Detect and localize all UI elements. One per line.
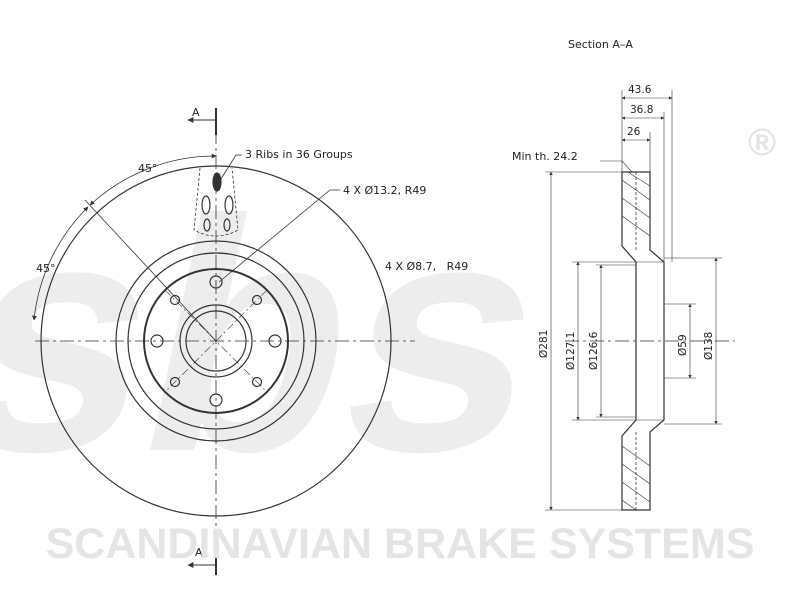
small-hole-lower-left [169,376,181,388]
rib-hatch-lower [621,445,651,511]
registered-mark: ® [748,122,776,164]
dim-138-label: Ø138 [703,332,715,360]
hat-face [143,268,289,414]
small-holes-note: 4 X Ø8.7, R49 [385,260,468,273]
center-bore [179,304,253,378]
dim-43-6-label: 43.6 [628,84,652,96]
leader-ribs [218,154,242,183]
rib-3 [212,172,222,192]
leader-min-thickness [600,160,633,173]
section-mark-bottom: A [195,546,203,559]
large-hole-bottom [209,393,223,407]
angle-label-left: 45° [36,262,56,275]
large-hole-left [150,334,164,348]
rib-5 [223,218,231,232]
center-bore-inner [185,310,247,372]
dim-281-label: Ø281 [538,330,550,358]
dim-59-label: Ø59 [677,334,689,356]
angle-label-upper: 45° [138,162,158,175]
company-watermark: SCANDINAVIAN BRAKE SYSTEMS [46,520,755,568]
section-title: Section A–A [568,38,633,51]
front-view [32,108,415,575]
section-mark-top: A [192,106,200,119]
leader-large-holes [218,189,340,283]
hat-outer-edge [127,252,305,430]
rib-2 [224,195,234,215]
dim-126-6-label: Ø126.6 [588,331,600,370]
dim-127-1-label: Ø127.1 [565,332,577,370]
large-hole-top [209,275,223,289]
small-hole-upper-right [251,294,263,306]
section-view [545,90,735,511]
rib-cutaway [193,167,239,237]
rib-4 [203,218,211,232]
large-hole-right [268,334,282,348]
ribs-note: 3 Ribs in 36 Groups [245,148,353,161]
large-holes-note: 4 X Ø13.2, R49 [343,184,426,197]
dim-26-label: 26 [627,126,641,138]
angle-arc-upper [89,153,217,206]
friction-ring-inner-edge [115,240,317,442]
min-thickness-label: Min th. 24.2 [512,150,578,163]
dim-36-8-label: 36.8 [630,104,653,116]
rib-hatch-upper [621,171,651,237]
angle-ray-1 [84,199,217,342]
angle-arc-left [32,206,89,321]
small-hole-lower-right [251,376,263,388]
small-hole-upper-left [169,294,181,306]
